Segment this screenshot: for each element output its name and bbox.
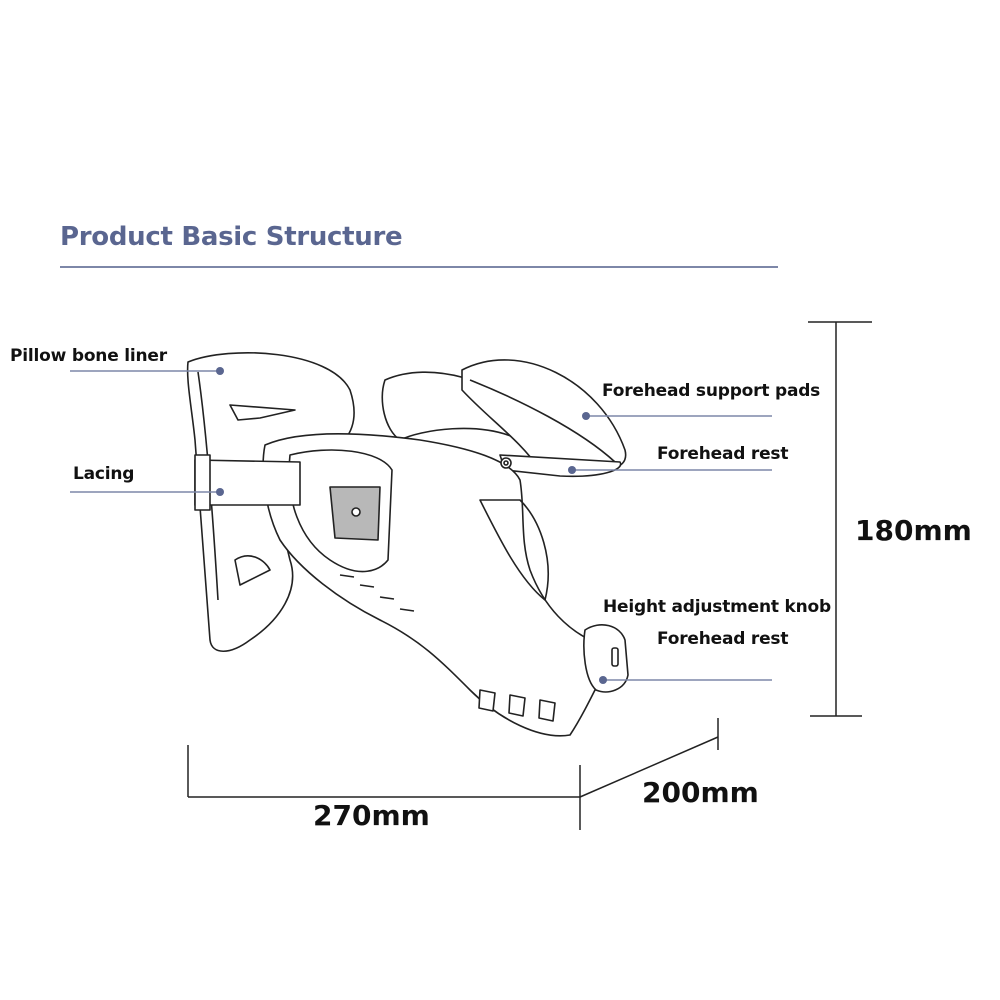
label-pillow-bone-liner: Pillow bone liner bbox=[10, 346, 167, 366]
height-adjustment-knob-shape bbox=[583, 624, 629, 693]
forehead-support-pad-back bbox=[381, 371, 531, 441]
dimension-lines bbox=[187, 321, 872, 830]
main-body-shape bbox=[262, 433, 601, 737]
label-forehead-rest-2: Forehead rest bbox=[657, 629, 789, 649]
label-forehead-rest: Forehead rest bbox=[657, 444, 789, 464]
neck-brace-illustration bbox=[186, 351, 629, 737]
leader-lines bbox=[70, 367, 772, 684]
label-forehead-support-pads: Forehead support pads bbox=[602, 381, 821, 401]
dimension-depth: 200mm bbox=[642, 776, 759, 809]
forehead-rest-shape bbox=[499, 454, 622, 478]
dimension-width: 270mm bbox=[313, 799, 430, 832]
label-lacing: Lacing bbox=[73, 464, 135, 484]
dimension-height: 180mm bbox=[855, 514, 972, 547]
page-title: Product Basic Structure bbox=[60, 222, 403, 252]
label-height-adjustment-knob: Height adjustment knob bbox=[603, 597, 831, 617]
